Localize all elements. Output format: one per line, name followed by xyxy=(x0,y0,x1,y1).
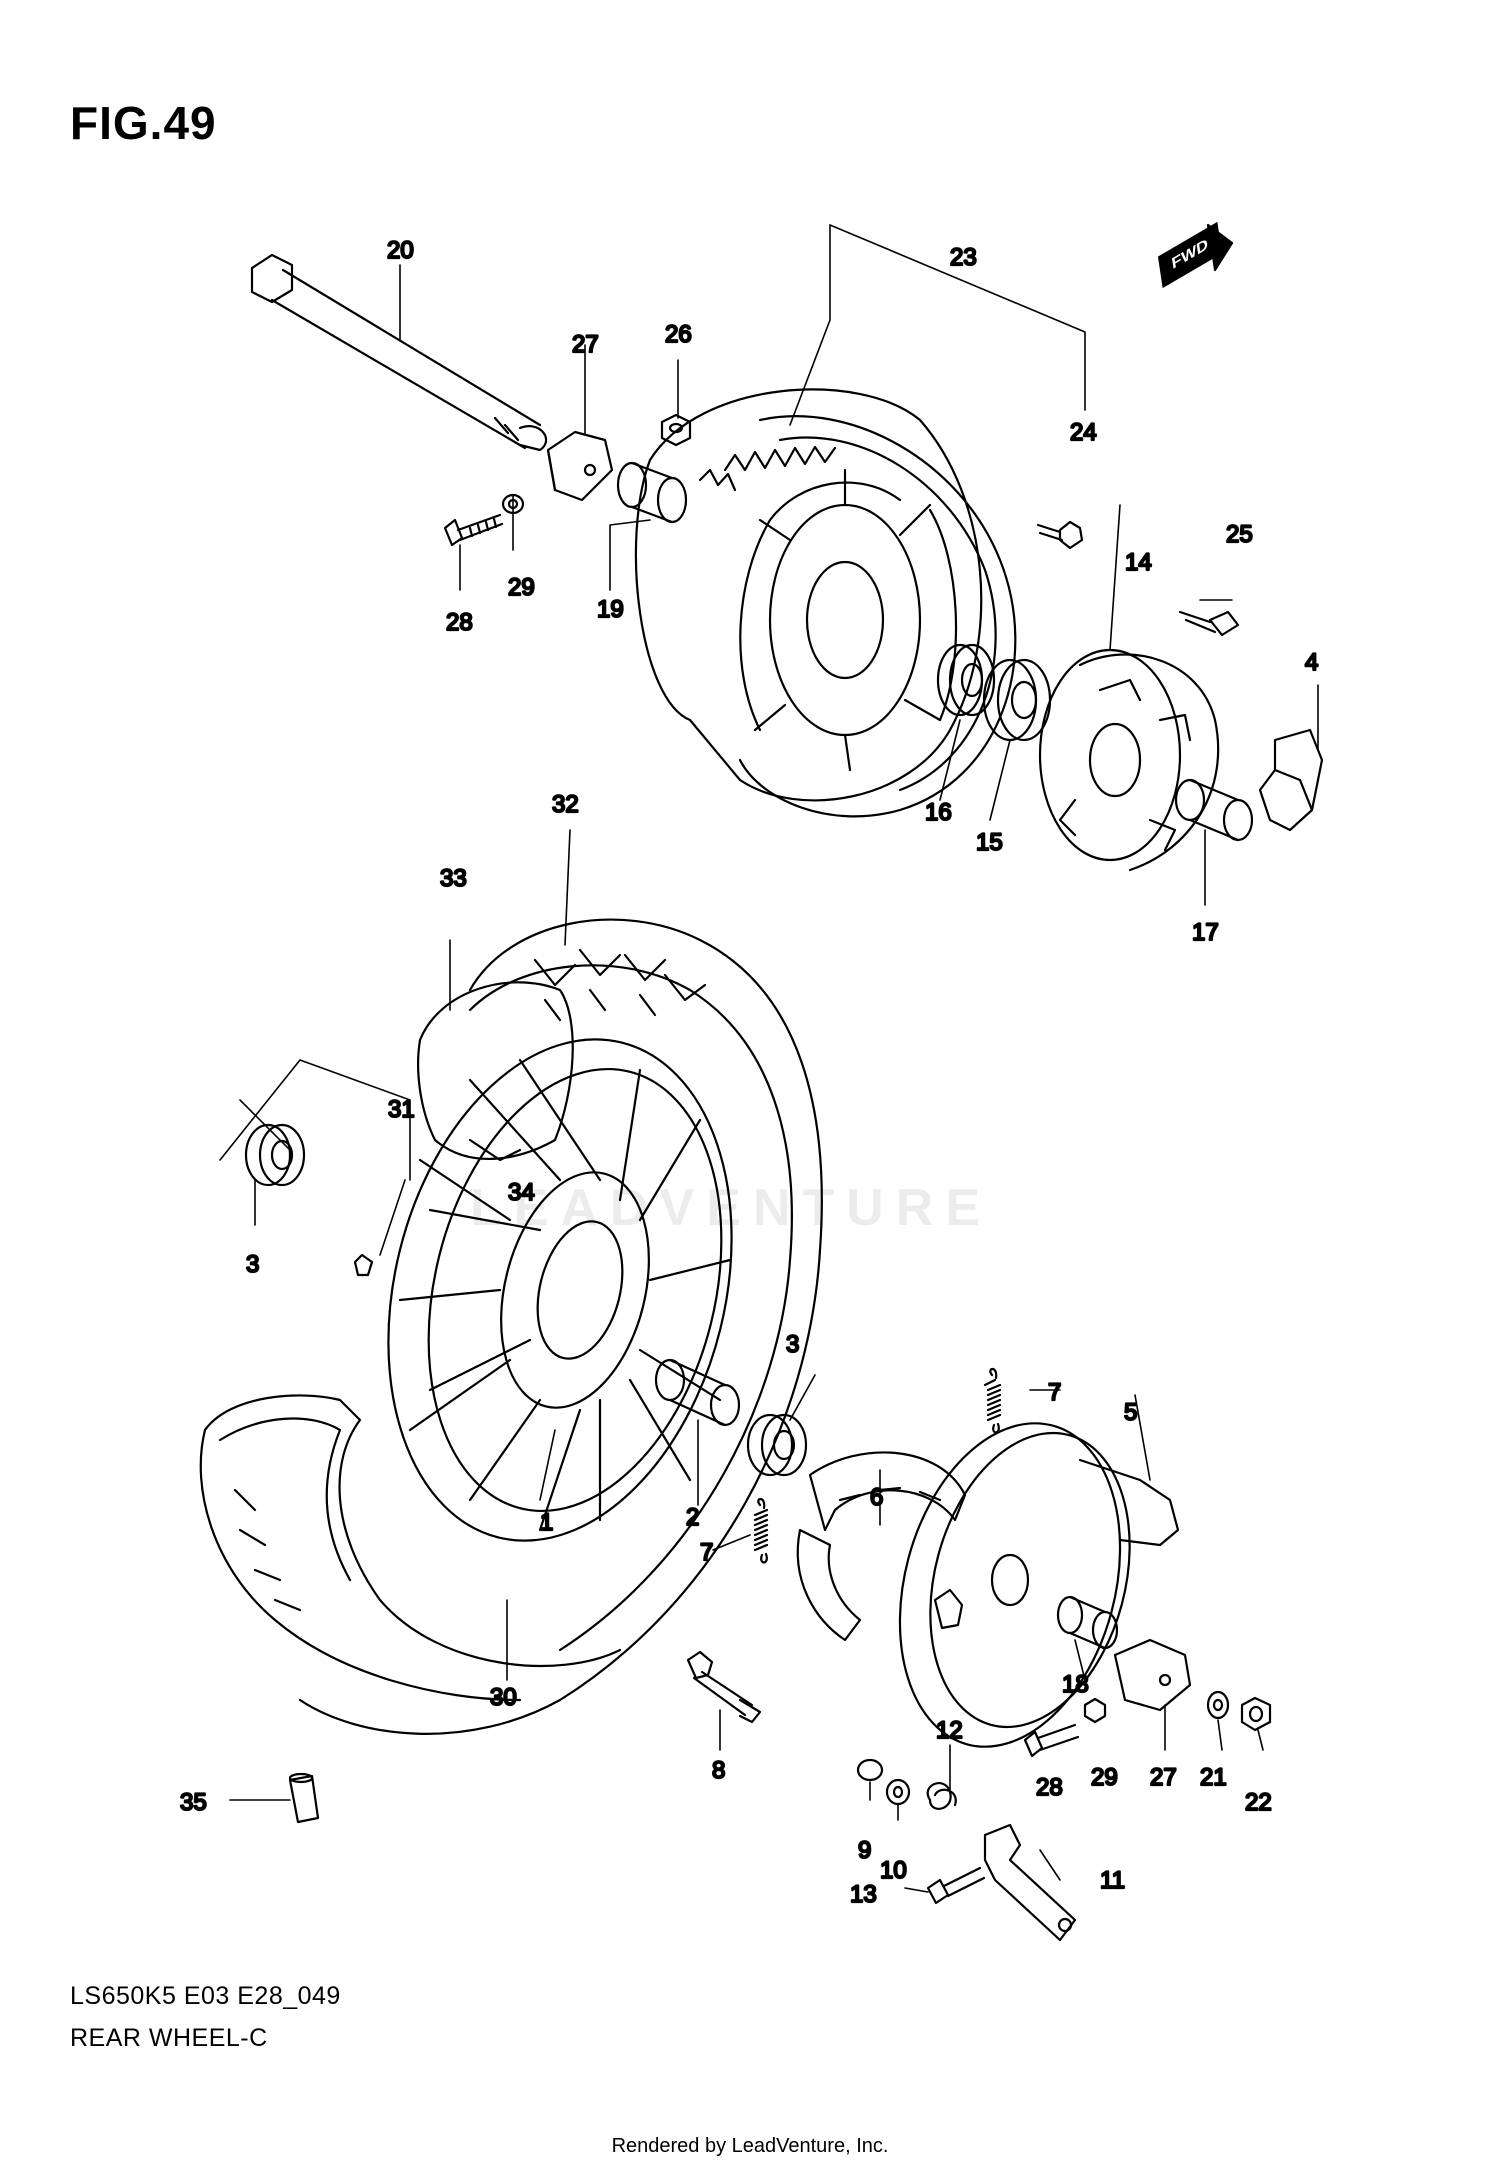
callout-3[interactable]: 3 xyxy=(785,1330,801,1359)
callout-31[interactable]: 31 xyxy=(387,1095,416,1124)
figure-title: FIG.49 xyxy=(70,97,217,149)
washer-10[interactable] xyxy=(885,1778,911,1806)
spacer-19[interactable] xyxy=(616,461,688,524)
callout-11[interactable]: 11 xyxy=(1099,1866,1126,1895)
callout-21[interactable]: 21 xyxy=(1199,1763,1228,1792)
callout-28[interactable]: 28 xyxy=(445,608,474,637)
spring-12[interactable] xyxy=(926,1782,957,1810)
callout-18[interactable]: 18 xyxy=(1061,1670,1090,1699)
diagram-name: REAR WHEEL-C xyxy=(70,2024,268,2052)
chain-adjuster-top[interactable] xyxy=(546,430,614,502)
callout-32[interactable]: 32 xyxy=(551,790,580,819)
callout-14[interactable]: 14 xyxy=(1124,548,1153,577)
callout-27[interactable]: 27 xyxy=(1149,1763,1178,1792)
bolt-28-bottom[interactable] xyxy=(1023,1723,1080,1758)
callout-4[interactable]: 4 xyxy=(1304,648,1320,677)
bolt-24[interactable] xyxy=(1036,520,1084,550)
callout-33[interactable]: 33 xyxy=(439,864,468,893)
chain-adjuster-bottom[interactable] xyxy=(1113,1638,1192,1712)
spring-7-bottom[interactable] xyxy=(753,1497,769,1564)
washer-29-bottom[interactable] xyxy=(1083,1697,1107,1724)
callout-25[interactable]: 25 xyxy=(1225,520,1254,549)
callout-22[interactable]: 22 xyxy=(1244,1788,1273,1817)
ring-9[interactable] xyxy=(856,1758,884,1782)
callout-15[interactable]: 15 xyxy=(975,828,1004,857)
bracket-4[interactable] xyxy=(1258,728,1324,832)
bolt-25[interactable] xyxy=(1178,610,1240,637)
brake-panel-5[interactable] xyxy=(866,1398,1180,1771)
bearing-3-left[interactable] xyxy=(244,1123,306,1187)
callout-7[interactable]: 7 xyxy=(699,1538,715,1567)
callout-16[interactable]: 16 xyxy=(924,798,953,827)
axle-part[interactable] xyxy=(250,253,548,452)
callout-5[interactable]: 5 xyxy=(1123,1398,1139,1427)
render-credit: Rendered by LeadVenture, Inc. xyxy=(611,2135,889,2157)
shaft-17[interactable] xyxy=(1174,778,1254,842)
diagram-code: LS650K5 E03 E28_049 xyxy=(70,1982,341,2010)
brake-shoe-6[interactable] xyxy=(796,1451,967,1642)
callout-1[interactable]: 1 xyxy=(539,1508,555,1537)
callout-34[interactable]: 34 xyxy=(507,1178,536,1207)
callout-2[interactable]: 2 xyxy=(685,1503,701,1532)
rear-tire-32[interactable] xyxy=(298,918,823,1735)
callout-17[interactable]: 17 xyxy=(1191,918,1220,947)
spacer-2[interactable] xyxy=(654,1358,741,1427)
valve-34[interactable] xyxy=(353,1253,374,1277)
callout-20[interactable]: 20 xyxy=(386,236,415,265)
brake-lever-11[interactable] xyxy=(983,1823,1077,1942)
callout-24[interactable]: 24 xyxy=(1069,418,1098,447)
callout-19[interactable]: 19 xyxy=(596,595,625,624)
callout-23[interactable]: 23 xyxy=(949,243,978,272)
bearing-3-right[interactable] xyxy=(746,1413,808,1477)
callout-9[interactable]: 9 xyxy=(857,1836,873,1865)
callout-10[interactable]: 10 xyxy=(879,1856,908,1885)
valve-cap-35[interactable] xyxy=(288,1772,320,1824)
callout-29[interactable]: 29 xyxy=(507,573,536,602)
callout-13[interactable]: 13 xyxy=(849,1880,878,1909)
sprocket-assembly[interactable] xyxy=(634,388,1017,818)
spacer-18[interactable] xyxy=(1056,1595,1119,1650)
callout-28[interactable]: 28 xyxy=(1035,1773,1064,1802)
bolt-13[interactable] xyxy=(926,1866,986,1905)
callout-3[interactable]: 3 xyxy=(245,1250,261,1279)
nut-22[interactable] xyxy=(1240,1696,1272,1732)
callout-29[interactable]: 29 xyxy=(1090,1763,1119,1792)
sprocket-hub-14[interactable] xyxy=(1038,648,1220,872)
leader-lines xyxy=(219,224,1319,1893)
washer-21[interactable] xyxy=(1206,1690,1230,1720)
callout-7[interactable]: 7 xyxy=(1047,1378,1063,1407)
wheel-rim-spokes[interactable] xyxy=(338,1003,782,1578)
callout-12[interactable]: 12 xyxy=(935,1716,964,1745)
callout-8[interactable]: 8 xyxy=(711,1756,727,1785)
rear-tire-30[interactable] xyxy=(199,1394,622,1702)
valve-stem-8[interactable] xyxy=(686,1650,762,1724)
spring-7-top[interactable] xyxy=(983,1367,1002,1434)
bolt-28-top[interactable] xyxy=(443,513,504,547)
callout-26[interactable]: 26 xyxy=(664,320,693,349)
bearing-16[interactable] xyxy=(936,643,996,717)
callout-35[interactable]: 35 xyxy=(179,1788,208,1817)
inner-tube-33[interactable] xyxy=(417,981,574,1162)
callout-27[interactable]: 27 xyxy=(571,330,600,359)
callout-6[interactable]: 6 xyxy=(869,1483,885,1512)
callout-30[interactable]: 30 xyxy=(489,1683,518,1712)
